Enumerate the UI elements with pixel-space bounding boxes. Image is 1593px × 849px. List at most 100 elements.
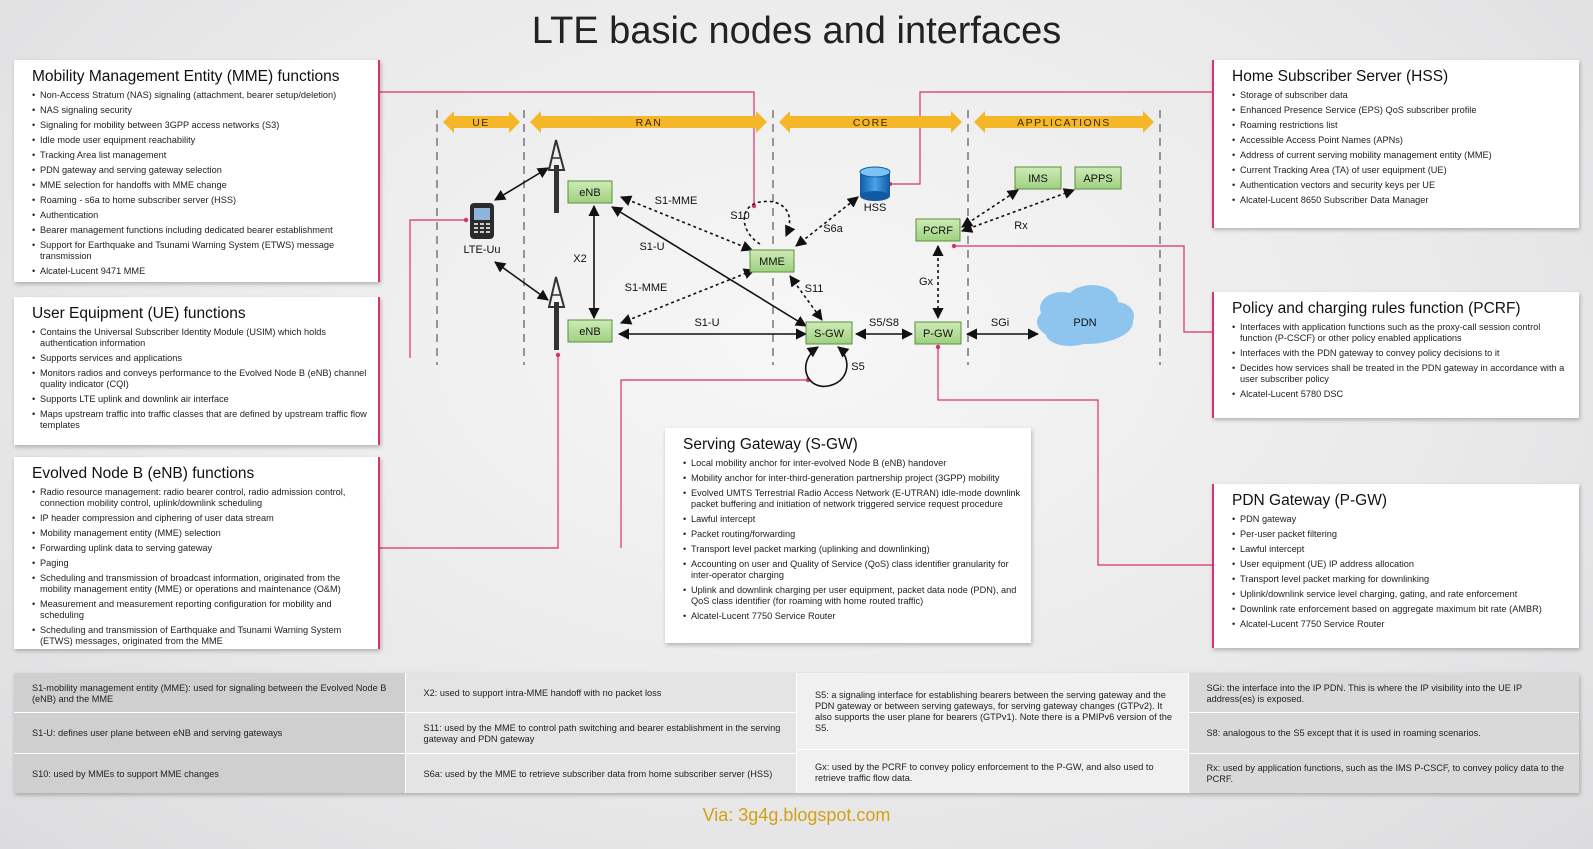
s6a-link xyxy=(795,196,859,247)
glossary-cell: S1-mobility management entity (MME): use… xyxy=(14,673,405,714)
glossary-column: X2: used to support intra-MME handoff wi… xyxy=(405,673,797,793)
glossary-cell: S5: a signaling interface for establishi… xyxy=(797,673,1188,750)
core-domain-arrow xyxy=(779,111,962,133)
list-item: Lawful intercept xyxy=(1232,544,1571,555)
pdn-cloud-icon xyxy=(1037,285,1134,346)
list-item: Measurement and measurement reporting co… xyxy=(32,599,370,621)
list-item: Transport level packet marking for downl… xyxy=(1232,574,1571,585)
list-item: Lawful intercept xyxy=(683,514,1023,525)
s5-loop xyxy=(805,346,850,388)
glossary-cell: SGi: the interface into the IP PDN. This… xyxy=(1188,673,1579,714)
glossary-cell: X2: used to support intra-MME handoff wi… xyxy=(405,673,796,714)
s1u-diagonal-label: S1-U xyxy=(639,241,664,253)
list-item: Mobility anchor for inter-third-generati… xyxy=(683,473,1023,484)
sgw-functions-box: Serving Gateway (S-GW) Local mobility an… xyxy=(665,428,1031,643)
s1mme-bottom-label: S1-MME xyxy=(625,282,668,294)
list-item: Supports services and applications xyxy=(32,353,370,364)
pcrf-callout-line xyxy=(954,245,1212,333)
ue-domain-label: UE xyxy=(472,117,490,129)
ue-functions-box: User Equipment (UE) functions Contains t… xyxy=(14,297,380,445)
list-item: Bearer management functions including de… xyxy=(32,225,370,236)
pgw-callout-line xyxy=(937,347,1212,566)
hss-box-title: Home Subscriber Server (HSS) xyxy=(1232,68,1449,85)
list-item: Current Tracking Area (TA) of user equip… xyxy=(1232,165,1571,176)
hss-database-icon xyxy=(859,166,891,201)
list-item: Accounting on user and Quality of Servic… xyxy=(683,559,1023,581)
apps-domain-label: APPLICATIONS xyxy=(1017,117,1111,129)
list-item: Alcatel-Lucent 7750 Service Router xyxy=(683,611,1023,622)
pgw-function-list: PDN gateway Per-user packet filtering La… xyxy=(1214,514,1579,630)
list-item: Contains the Universal Subscriber Identi… xyxy=(32,327,370,349)
list-item: NAS signaling security xyxy=(32,105,370,116)
enb-top-node xyxy=(567,180,613,204)
hss-functions-box: Home Subscriber Server (HSS) Storage of … xyxy=(1212,60,1579,228)
apps-label: APPS xyxy=(1083,173,1112,185)
list-item: IP header compression and ciphering of u… xyxy=(32,513,370,524)
source-credit: Via: 3g4g.blogspot.com xyxy=(702,805,891,825)
pcrf-function-list: Interfaces with application functions su… xyxy=(1214,322,1579,400)
uu-link-bottom xyxy=(494,261,549,301)
list-item: Paging xyxy=(32,558,370,569)
s10-label: S10 xyxy=(730,210,750,222)
glossary-cell: Gx: used by the PCRF to convey policy en… xyxy=(797,750,1188,793)
apps-domain-arrow xyxy=(974,111,1154,133)
s11-label: S11 xyxy=(805,283,824,295)
list-item: Signaling for mobility between 3GPP acce… xyxy=(32,120,370,131)
list-item: Decides how services shall be treated in… xyxy=(1232,363,1571,385)
pcrf-label: PCRF xyxy=(923,225,953,237)
list-item: Enhanced Presence Service (EPS) QoS subs… xyxy=(1232,105,1571,116)
glossary-cell: S6a: used by the MME to retrieve subscri… xyxy=(405,753,796,793)
list-item: Authentication vectors and security keys… xyxy=(1232,180,1571,191)
hss-function-list: Storage of subscriber data Enhanced Pres… xyxy=(1214,90,1579,206)
pgw-label: P-GW xyxy=(923,328,954,340)
list-item: Address of current serving mobility mana… xyxy=(1232,150,1571,161)
glossary-cell: S10: used by MMEs to support MME changes xyxy=(14,753,405,793)
mme-functions-box: Mobility Management Entity (MME) functio… xyxy=(14,60,380,282)
enb-bottom-label: eNB xyxy=(579,326,600,338)
uu-link-top xyxy=(494,167,549,201)
apps-node xyxy=(1074,166,1122,190)
ran-domain-arrow xyxy=(530,111,767,133)
pdn-label: PDN xyxy=(1073,317,1096,329)
s1u-bottom-label: S1-U xyxy=(694,317,719,329)
list-item: Alcatel-Lucent 5780 DSC xyxy=(1232,389,1571,400)
glossary-cell: S8: analogous to the S5 except that it i… xyxy=(1188,713,1579,754)
list-item: Authentication xyxy=(32,210,370,221)
sgw-callout-line xyxy=(620,379,808,548)
list-item: Idle mode user equipment reachability xyxy=(32,135,370,146)
pgw-box-title: PDN Gateway (P-GW) xyxy=(1232,492,1388,509)
rx-link-ims xyxy=(961,189,1019,228)
list-item: MME selection for handoffs with MME chan… xyxy=(32,180,370,191)
enb-top-label: eNB xyxy=(579,187,600,199)
glossary-column: S5: a signaling interface for establishi… xyxy=(797,673,1189,793)
antenna-icon-bottom xyxy=(547,276,566,350)
pcrf-node xyxy=(915,218,961,242)
list-item: Maps upstream traffic into traffic class… xyxy=(32,409,370,431)
list-item: Interfaces with application functions su… xyxy=(1232,322,1571,344)
ue-function-list: Contains the Universal Subscriber Identi… xyxy=(14,327,378,431)
list-item: Roaming - s6a to home subscriber server … xyxy=(32,195,370,206)
list-item: Mobility management entity (MME) selecti… xyxy=(32,528,370,539)
rx-link-apps xyxy=(960,188,1076,233)
enb-functions-box: Evolved Node B (eNB) functions Radio res… xyxy=(14,457,380,649)
list-item: Non-Access Stratum (NAS) signaling (atta… xyxy=(32,90,370,101)
list-item: Support for Earthquake and Tsunami Warni… xyxy=(32,240,370,262)
core-domain-label: CORE xyxy=(853,117,889,129)
s1mme-top-label: S1-MME xyxy=(655,195,698,207)
list-item: Downlink rate enforcement based on aggre… xyxy=(1232,604,1571,615)
s5-label: S5 xyxy=(851,361,864,373)
list-item: Alcatel-Lucent 7750 Service Router xyxy=(1232,619,1571,630)
list-item: Radio resource management: radio bearer … xyxy=(32,487,370,509)
sgw-box-title: Serving Gateway (S-GW) xyxy=(683,436,858,453)
antenna-icon-top xyxy=(547,139,566,213)
s1mme-link-bottom xyxy=(619,268,756,325)
page-title: LTE basic nodes and interfaces xyxy=(531,10,1062,52)
pcrf-box-title: Policy and charging rules function (PCRF… xyxy=(1232,300,1521,317)
list-item: Alcatel-Lucent 8650 Subscriber Data Mana… xyxy=(1232,195,1571,206)
enb-function-list: Radio resource management: radio bearer … xyxy=(14,487,378,647)
phone-icon xyxy=(470,203,494,239)
pgw-functions-box: PDN Gateway (P-GW) PDN gateway Per-user … xyxy=(1212,484,1579,648)
ims-label: IMS xyxy=(1028,173,1048,185)
glossary-cell: Rx: used by application functions, such … xyxy=(1188,753,1579,793)
